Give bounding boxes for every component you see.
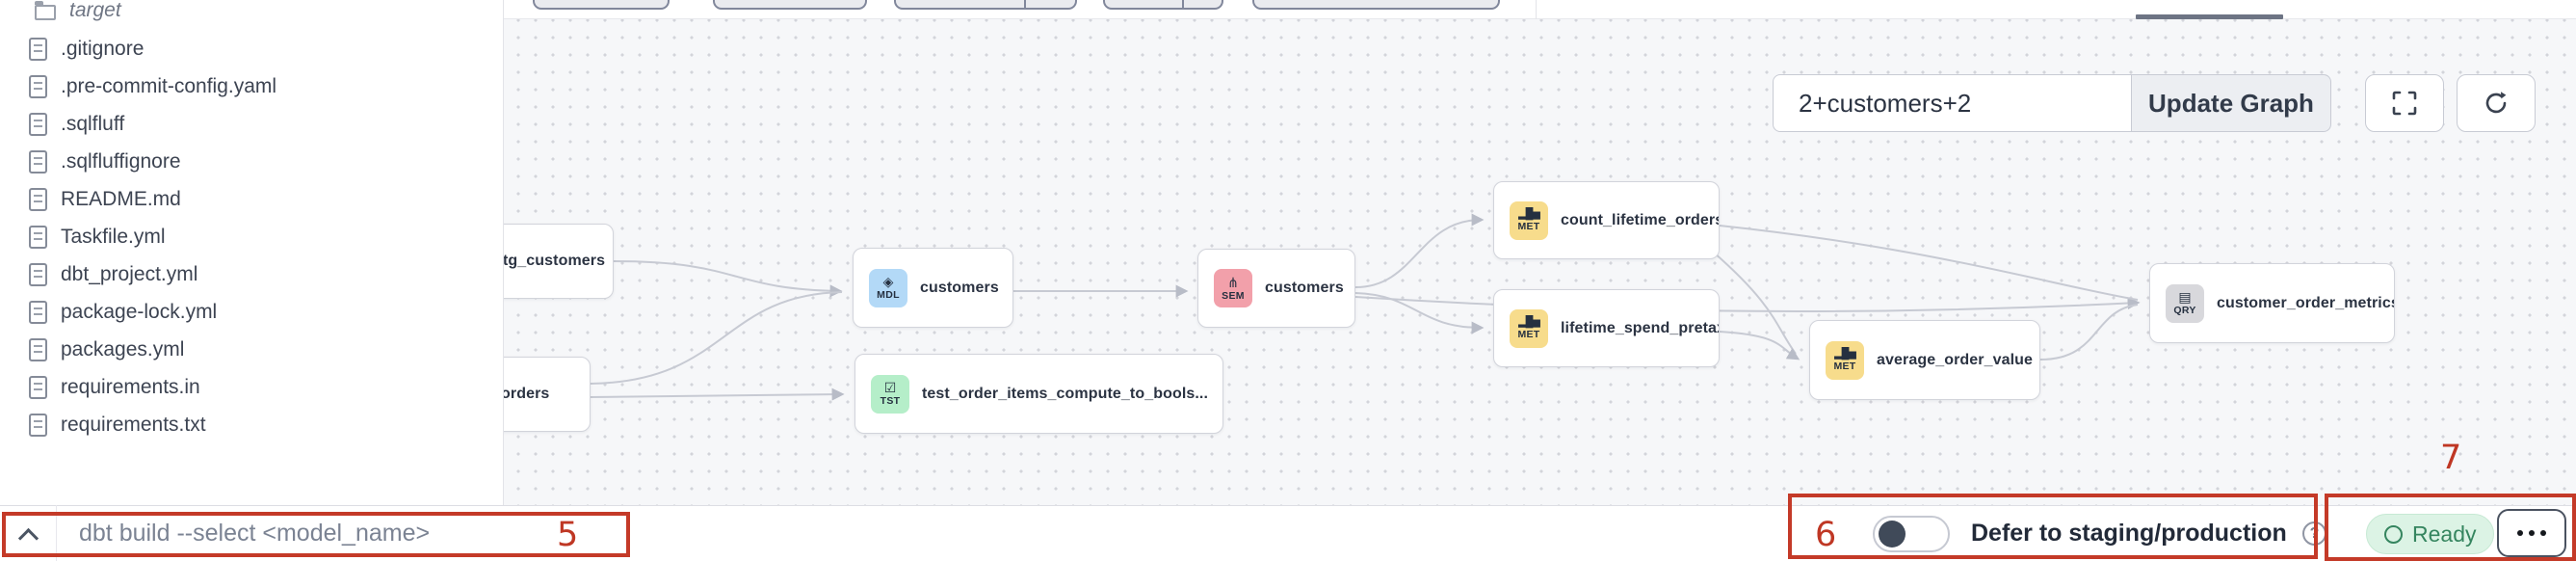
model-icon: ◈MDL [869, 268, 907, 307]
tree-item-requirements-txt[interactable]: requirements.txt [0, 406, 503, 443]
graph-node-average-order-value[interactable]: ▂█▅MET average_order_value [1809, 320, 2040, 400]
ellipsis-icon [2529, 530, 2535, 536]
file-tree-panel: target .gitignore .pre-commit-config.yam… [0, 0, 504, 505]
graph-node-lifetime-spend-pretax[interactable]: ▂█▅MET lifetime_spend_pretax [1493, 289, 1720, 367]
cut-off-toolbar-button[interactable] [533, 0, 670, 10]
more-options-button[interactable] [2497, 509, 2566, 557]
ellipsis-icon [2540, 530, 2546, 536]
tree-item-pre-commit-config[interactable]: .pre-commit-config.yaml [0, 67, 503, 105]
cut-off-toolbar-button-group[interactable] [894, 0, 1077, 10]
tree-item-sqlfluffignore[interactable]: .sqlfluffignore [0, 143, 503, 180]
file-icon [29, 300, 47, 324]
update-graph-button[interactable]: Update Graph [2131, 74, 2331, 132]
active-tab-underline [2136, 14, 2283, 19]
graph-selector-input[interactable] [1773, 74, 2132, 132]
tree-item-taskfile[interactable]: Taskfile.yml [0, 218, 503, 255]
status-circle-icon [2384, 524, 2403, 544]
help-icon[interactable]: ? [2302, 521, 2326, 546]
graph-node-customer-order-metrics[interactable]: ▤QRY customer_order_metrics [2149, 263, 2395, 343]
refresh-icon [2485, 92, 2507, 114]
folder-icon [35, 0, 56, 20]
semantic-model-icon: ⋔SEM [1214, 269, 1252, 307]
file-icon [29, 112, 47, 136]
fullscreen-icon [2392, 91, 2417, 116]
command-bar-divider [56, 505, 57, 561]
fullscreen-button[interactable] [2365, 74, 2444, 132]
tree-item-sqlfluff[interactable]: .sqlfluff [0, 105, 503, 143]
file-icon [29, 262, 47, 286]
tree-item-dbt-project[interactable]: dbt_project.yml [0, 255, 503, 293]
file-icon [29, 413, 47, 437]
defer-toggle-label: Defer to staging/production [1971, 519, 2287, 547]
file-icon [29, 74, 47, 98]
command-input[interactable] [79, 514, 599, 552]
tree-item-packages[interactable]: packages.yml [0, 331, 503, 368]
saved-query-icon: ▤QRY [2166, 283, 2204, 323]
chevron-up-icon [17, 527, 39, 548]
top-pane-divider [1536, 0, 1537, 19]
metric-icon: ▂█▅MET [1510, 308, 1548, 348]
ellipsis-icon [2517, 530, 2523, 536]
graph-node-customers-model[interactable]: ◈MDL customers [853, 248, 1013, 328]
cut-off-toolbar-button[interactable] [713, 0, 867, 10]
tree-item-requirements-in[interactable]: requirements.in [0, 368, 503, 406]
expand-command-panel-button[interactable] [10, 514, 46, 550]
tree-item-gitignore[interactable]: .gitignore [0, 30, 503, 67]
file-icon [29, 337, 47, 361]
file-icon [29, 375, 47, 399]
graph-node-customers-semantic[interactable]: ⋔SEM customers [1197, 249, 1355, 328]
refresh-button[interactable] [2457, 74, 2536, 132]
file-icon [29, 37, 47, 61]
tree-item-target[interactable]: target [0, 0, 503, 29]
tree-item-readme[interactable]: README.md [0, 180, 503, 218]
metric-icon: ▂█▅MET [1510, 200, 1548, 240]
status-badge[interactable]: Ready [2366, 514, 2495, 554]
graph-node-count-lifetime-orders[interactable]: ▂█▅MET count_lifetime_orders [1493, 181, 1720, 259]
tree-item-package-lock[interactable]: package-lock.yml [0, 293, 503, 331]
cut-off-toolbar-button-group[interactable] [1103, 0, 1223, 10]
defer-toggle[interactable] [1873, 516, 1950, 552]
file-icon [29, 187, 47, 211]
cut-off-toolbar-button[interactable] [1252, 0, 1500, 10]
file-icon [29, 149, 47, 174]
toggle-knob [1879, 521, 1906, 548]
file-icon [29, 225, 47, 249]
graph-node-test-order-items[interactable]: ☑TST test_order_items_compute_to_bools..… [854, 354, 1223, 434]
metric-icon: ▂█▅MET [1826, 340, 1864, 380]
test-icon: ☑TST [871, 374, 909, 414]
